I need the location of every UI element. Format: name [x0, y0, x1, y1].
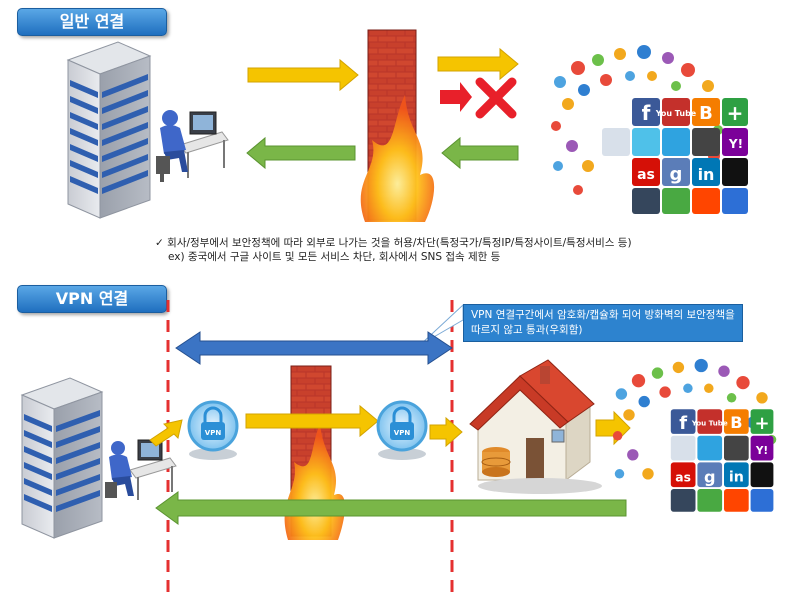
vpn-label: VPN [205, 429, 222, 437]
social-media-cloud-icon: f You Tube B + Y! as g in [551, 45, 748, 214]
lastfm-icon: as [675, 470, 691, 484]
blogger-icon: B [730, 413, 742, 432]
house-server-icon [469, 359, 602, 494]
plus-icon: + [727, 101, 744, 125]
google-icon: g [670, 164, 683, 185]
youtube-icon: You Tube [691, 418, 728, 427]
firewall-icon [360, 29, 435, 222]
facebook-icon: f [642, 101, 651, 125]
policy-note-example: ex) 중국에서 구글 사이트 및 모든 서비스 차단, 회사에서 SNS 접속… [168, 251, 501, 263]
callout-pointer [419, 303, 464, 346]
linkedin-icon: in [698, 165, 715, 184]
vpn-label: VPN [394, 429, 411, 437]
check-mark-icon: ✓ [155, 237, 164, 249]
vpn-to-vpn-arrow [245, 404, 379, 438]
building-icon [20, 377, 104, 539]
allowed-arrow [437, 47, 519, 81]
section1-title-badge: 일반 연결 [17, 8, 167, 36]
return-traffic-arrow [155, 491, 627, 525]
vpn-callout-line2: 따르지 않고 통과(우회함) [471, 324, 583, 336]
outbound-arrow [247, 58, 359, 92]
user-at-computer-icon [156, 110, 229, 182]
user-at-computer-icon [105, 439, 177, 500]
section2-title-badge: VPN 연결 [17, 285, 167, 313]
user-to-vpn-arrow [149, 419, 183, 447]
return-arrow [441, 136, 519, 170]
facebook-icon: f [679, 413, 688, 434]
policy-note: ✓ 회사/정부에서 보안정책에 따라 외부로 나가는 것을 허용/차단(특정국가… [155, 236, 632, 250]
linkedin-icon: in [729, 469, 744, 485]
yahoo-icon: Y! [755, 445, 768, 457]
blocked-x-icon [475, 77, 517, 119]
vpn-tunnel-arrow [175, 331, 453, 365]
social-media-cloud-icon: f You Tube B + Y! as g in [612, 358, 777, 512]
lastfm-icon: as [637, 167, 655, 183]
yahoo-icon: Y! [728, 137, 743, 151]
vpn-to-house-arrow [429, 416, 463, 448]
vpn-callout: VPN 연결구간에서 암호화/캡슐화 되어 방화벽의 보안정책을 따르지 않고 … [463, 304, 743, 342]
youtube-icon: You Tube [655, 109, 697, 118]
blogger-icon: B [699, 103, 713, 124]
policy-note-line1: 회사/정부에서 보안정책에 따라 외부로 나가는 것을 허용/차단(특정국가/특… [167, 237, 632, 249]
inbound-arrow [246, 136, 356, 170]
building-icon [66, 41, 152, 219]
vpn-lock-icon: VPN [187, 400, 239, 460]
vpn-callout-line1: VPN 연결구간에서 암호화/캡슐화 되어 방화벽의 보안정책을 [471, 309, 735, 321]
vpn-lock-icon: VPN [376, 400, 428, 460]
plus-icon: + [754, 413, 769, 434]
blocked-arrow [440, 82, 472, 112]
google-icon: g [704, 467, 716, 486]
